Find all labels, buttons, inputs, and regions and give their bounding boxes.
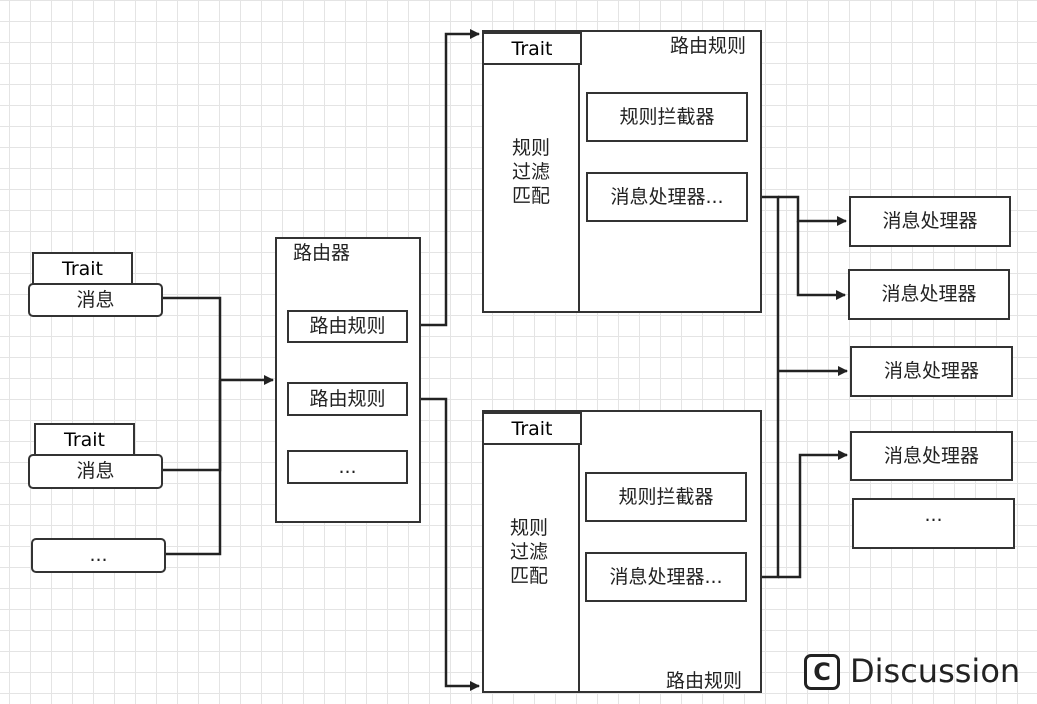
handler-3: 消息处理器 — [850, 346, 1013, 397]
handler-1-label: 消息处理器 — [882, 210, 978, 233]
edge-to-handler4 — [778, 450, 848, 579]
top-rule-filter: 规则过滤匹配 — [506, 132, 556, 212]
input-more: ... — [31, 538, 166, 573]
edge-rule2-to-bottom-rule — [408, 397, 480, 691]
handler-1: 消息处理器 — [849, 196, 1011, 247]
bottom-rule-filter-column — [484, 444, 580, 691]
discussion-watermark-text: Discussion — [850, 652, 1021, 690]
top-rule-interceptor-label: 规则拦截器 — [619, 105, 715, 128]
handler-2-label: 消息处理器 — [881, 283, 977, 306]
input-trait-1-label: Trait — [62, 257, 103, 280]
top-rule-box: 路由规则 — [482, 30, 762, 313]
input-message-1-label: 消息 — [76, 288, 115, 311]
router-rule-2-label: 路由规则 — [309, 387, 386, 410]
handler-3-label: 消息处理器 — [883, 360, 979, 383]
router-rule-2: 路由规则 — [287, 382, 408, 416]
router-more: ... — [287, 450, 408, 484]
edge-msg2-to-router — [163, 380, 222, 472]
top-rule-filter-column — [484, 64, 580, 311]
edge-msg1-to-router — [163, 296, 222, 380]
handler-2: 消息处理器 — [848, 269, 1010, 320]
top-rule-filter-label: 规则过滤匹配 — [511, 137, 550, 207]
discussion-logo-icon: C — [804, 654, 840, 690]
router-rule-1-label: 路由规则 — [309, 315, 386, 338]
input-trait-2-label: Trait — [64, 428, 105, 451]
bottom-rule-handler-label: 消息处理器... — [609, 565, 723, 588]
bottom-rule-box: 路由规则 — [482, 410, 762, 693]
bottom-rule-filter: 规则过滤匹配 — [504, 512, 554, 592]
bottom-rule-interceptor: 规则拦截器 — [585, 472, 747, 522]
bottom-rule-interceptor-label: 规则拦截器 — [618, 485, 714, 508]
input-message-2-label: 消息 — [76, 460, 115, 483]
edge-to-handler1 — [778, 195, 847, 226]
bottom-rule-trait-label: Trait — [511, 417, 553, 440]
bottom-rule-trait: Trait — [482, 412, 582, 445]
input-trait-1: Trait — [32, 252, 133, 285]
router-more-label: ... — [338, 455, 357, 478]
top-rule-trait: Trait — [482, 32, 582, 65]
handler-more-label: ... — [924, 504, 943, 526]
handler-4-label: 消息处理器 — [883, 444, 979, 467]
top-rule-handler: 消息处理器... — [586, 172, 748, 222]
discussion-logo-letter: C — [813, 658, 831, 686]
input-message-2: 消息 — [28, 454, 163, 489]
input-message-1: 消息 — [28, 283, 163, 317]
top-rule-trait-label: Trait — [511, 37, 553, 60]
top-rule-title: 路由规则 — [669, 35, 746, 57]
top-rule-handler-label: 消息处理器... — [610, 185, 724, 208]
edge-to-handler2 — [796, 221, 846, 300]
input-trait-2: Trait — [34, 423, 135, 456]
bottom-rule-handler: 消息处理器... — [585, 552, 747, 602]
top-rule-interceptor: 规则拦截器 — [586, 92, 748, 142]
handler-4: 消息处理器 — [850, 431, 1013, 481]
router-rule-1: 路由规则 — [287, 310, 408, 343]
router-title: 路由器 — [293, 242, 351, 264]
edge-rule1-to-top-rule — [408, 29, 480, 327]
handler-more: ... — [852, 498, 1015, 549]
input-more-label: ... — [89, 544, 108, 567]
bottom-rule-filter-label: 规则过滤匹配 — [509, 517, 548, 587]
edge-more-to-router — [165, 380, 222, 556]
bottom-rule-title: 路由规则 — [665, 670, 742, 693]
